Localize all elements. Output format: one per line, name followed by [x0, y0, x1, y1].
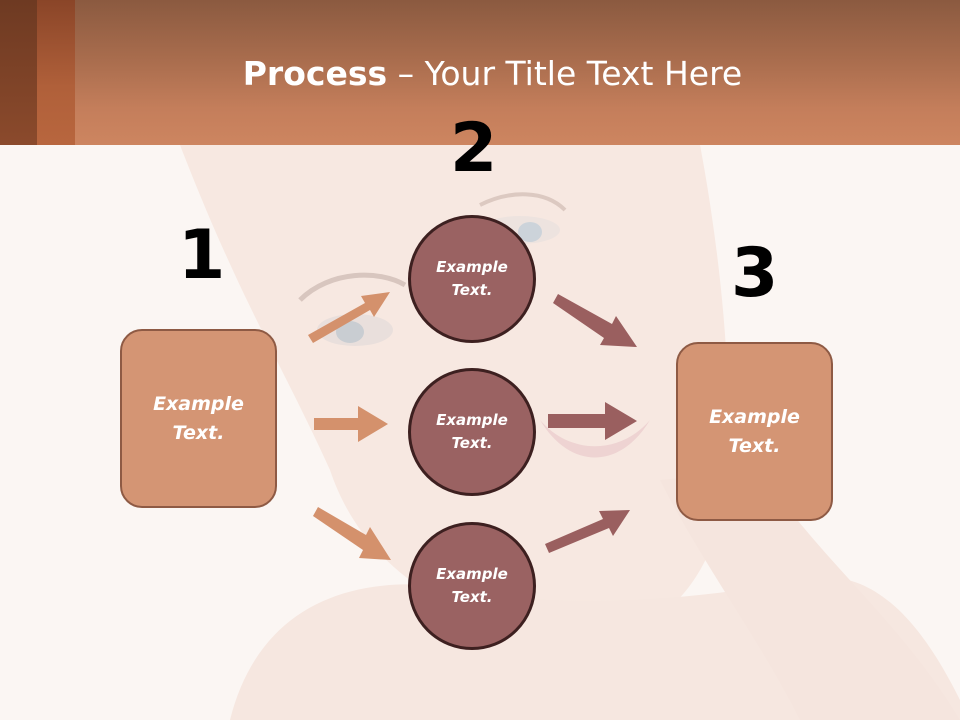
- step-number-3: 3: [731, 234, 779, 313]
- step-2-circle-top-label: Example Text.: [436, 258, 508, 299]
- title-bar: [0, 0, 960, 145]
- step-2-circle-top: Example Text.: [408, 215, 536, 343]
- step-2-circle-bottom: Example Text.: [408, 522, 536, 650]
- title-bar-accent-dark: [0, 0, 37, 145]
- title-rest-text: – Your Title Text Here: [387, 54, 743, 93]
- step-3-label: Example Text.: [709, 405, 800, 457]
- title-bar-accent: [37, 0, 75, 145]
- step-3-box: Example Text.: [676, 342, 833, 521]
- step-2-circle-middle-label: Example Text.: [436, 411, 508, 452]
- step-2-circle-middle: Example Text.: [408, 368, 536, 496]
- slide-title: Process – Your Title Text Here: [0, 52, 960, 96]
- step-2-circle-bottom-label: Example Text.: [436, 565, 508, 606]
- step-1-box: Example Text.: [120, 329, 277, 508]
- step-1-label: Example Text.: [153, 392, 244, 444]
- step-number-1: 1: [178, 216, 226, 295]
- step-number-2: 2: [450, 109, 498, 188]
- title-bold-text: Process: [242, 54, 388, 93]
